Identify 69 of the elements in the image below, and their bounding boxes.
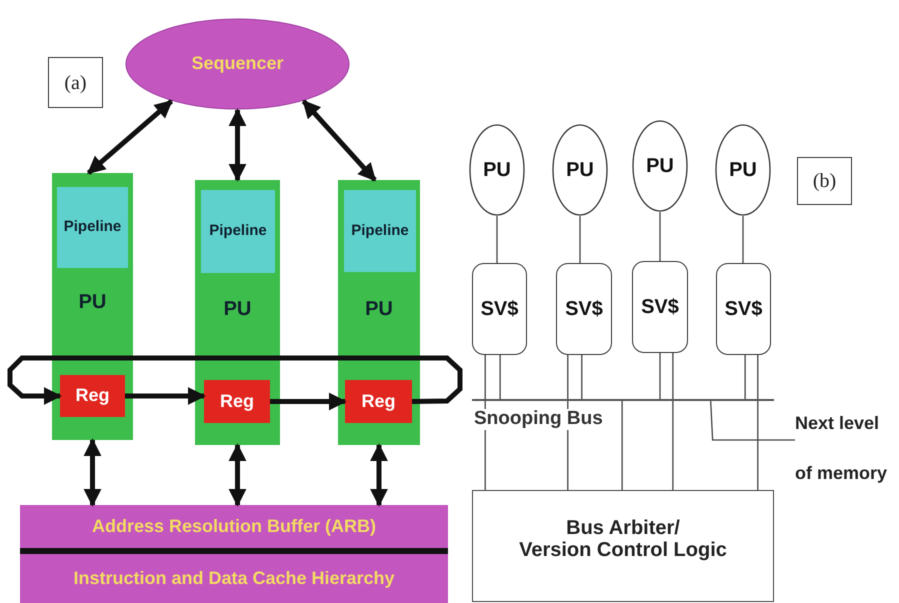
connector-line [744,355,746,399]
register-box [60,375,125,417]
connector-line [579,216,581,263]
connector-line [742,216,744,263]
arrow [86,99,174,175]
arrow [228,108,246,182]
processor-circle [632,120,688,212]
processor-circle [552,124,608,216]
node-label: PU [646,155,674,177]
node-label: Reg [361,392,396,412]
arrow [228,443,246,507]
node-label: (a) [64,72,87,94]
register-box [204,380,270,423]
node-label: PU [483,159,511,181]
node-label: Reg [75,386,110,406]
node-label: PU [224,298,252,320]
cache-band [20,554,448,603]
node-label: SV$ [480,298,518,320]
arrow [125,387,206,405]
node-label: PU [566,159,594,181]
pipeline-box [201,190,275,273]
node-label: SV$ [641,296,679,318]
node-label: Bus Arbiter/ Version Control Logic [519,517,727,561]
node-label: PU [365,298,393,320]
pipeline-box [57,187,128,268]
connector-line [757,355,758,490]
connector-line [499,355,501,399]
node-label: Address Resolution Buffer (ARB) [92,516,376,536]
processing-unit-box [338,180,420,445]
connector-line [672,353,674,490]
pipeline-box [344,190,416,272]
node-label: SV$ [565,298,603,320]
arrow [8,356,462,405]
connector-line [710,398,795,441]
cache-box [716,263,771,355]
arrow [302,100,377,182]
processing-unit-box [195,180,280,445]
connector-line [496,216,498,263]
node-label: Sequencer [191,54,284,74]
bus-label: Snooping Bus [472,409,605,430]
panel-tag [797,157,852,205]
connector-line [621,399,623,490]
node-label: Pipeline [351,222,409,240]
node-label: Reg [220,392,254,412]
connector-line [581,355,582,399]
sequencer-ellipse [125,18,350,110]
node-label: PU [78,291,106,313]
buffer-band [20,505,448,554]
cache-box [556,263,612,355]
arrow [370,443,388,507]
node-label: (b) [812,170,836,192]
node-label: Pipeline [209,223,267,240]
cache-box [472,263,527,355]
arrow [84,438,102,507]
register-box [345,380,412,423]
panel-tag [48,57,103,108]
processor-circle [469,124,525,216]
processing-unit-box [52,173,133,440]
node-label: Next level of memory [795,412,888,485]
cache-box [632,261,688,353]
connector-line [659,212,661,261]
arbiter-box [472,490,774,602]
processor-circle [715,124,771,216]
node-label: Instruction and Data Cache Hierarchy [73,568,395,588]
arrow [270,392,347,410]
node-label: PU [729,159,757,181]
node-label: Pipeline [64,219,122,236]
connector-line [659,353,661,399]
node-label: SV$ [724,298,762,320]
